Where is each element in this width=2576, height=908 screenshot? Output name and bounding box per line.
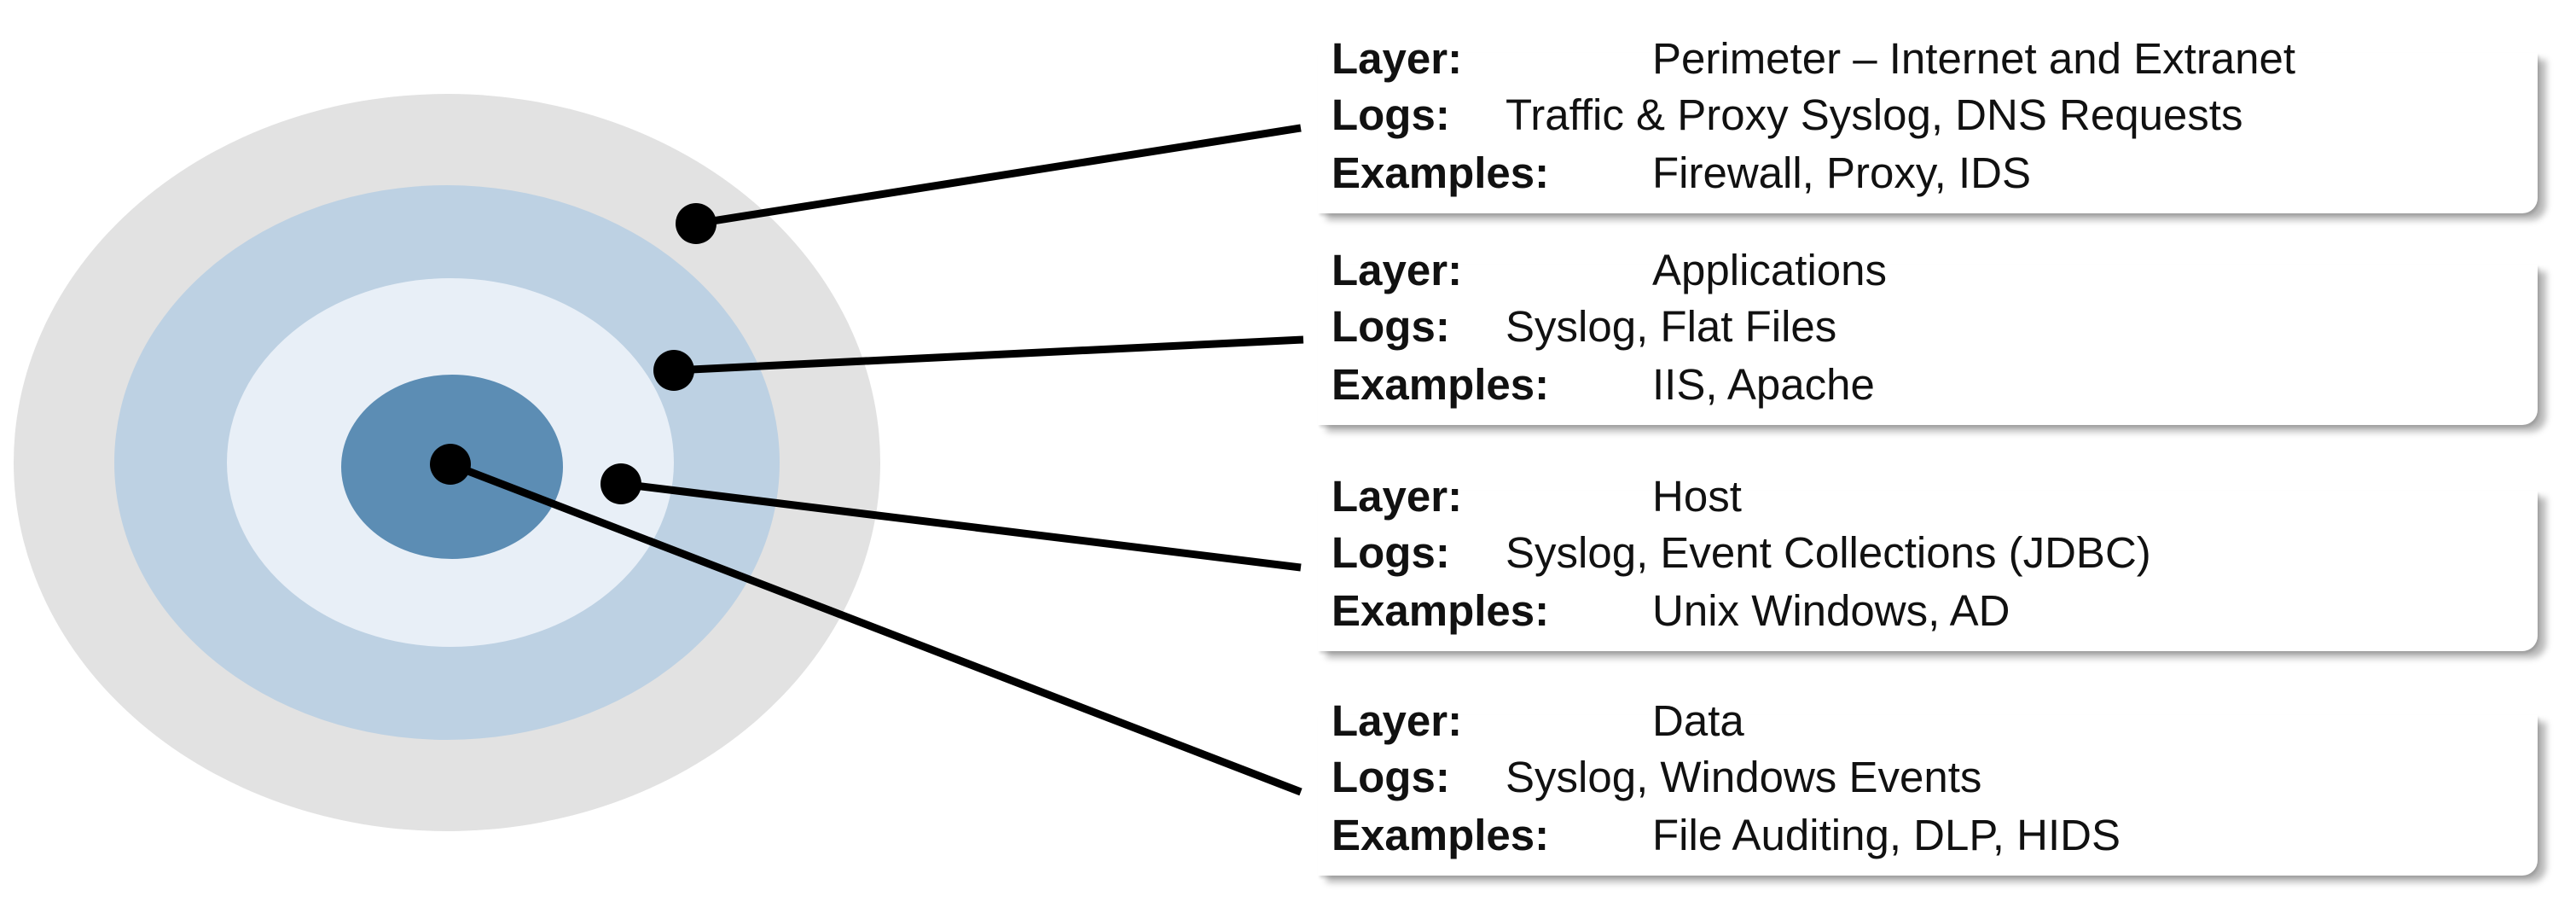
- examples-key: Examples:: [1332, 811, 1550, 859]
- logs-value: Syslog, Flat Files: [1506, 302, 1837, 351]
- examples-row: Examples: Unix Windows, AD: [1332, 583, 2010, 639]
- layer-value: Applications: [1652, 246, 1887, 294]
- layer-row: Layer: Host: [1332, 469, 1742, 525]
- connector-line-host: [620, 480, 1302, 572]
- connector-line-applications: [673, 335, 1304, 375]
- logs-key: Logs:: [1332, 753, 1450, 801]
- logs-row: Logs: Syslog, Flat Files: [1332, 299, 1836, 355]
- examples-value: IIS, Apache: [1652, 360, 1875, 409]
- layer-key: Layer:: [1332, 696, 1463, 745]
- examples-row: Examples: File Auditing, DLP, HIDS: [1332, 807, 2121, 864]
- logs-row: Logs: Syslog, Event Collections (JDBC): [1332, 525, 2151, 581]
- connector-dot-host: [600, 463, 641, 504]
- callout-applications: Layer: Applications Logs: Syslog, Flat F…: [1318, 246, 2538, 425]
- logs-key: Logs:: [1332, 528, 1450, 577]
- logs-value: Syslog, Windows Events: [1506, 753, 1982, 801]
- examples-key: Examples:: [1332, 586, 1550, 635]
- layer-value: Perimeter – Internet and Extranet: [1652, 34, 2296, 83]
- layer-value: Host: [1652, 472, 1742, 521]
- logs-key: Logs:: [1332, 90, 1450, 139]
- layer-row: Layer: Data: [1332, 693, 1744, 749]
- callout-host: Layer: Host Logs: Syslog, Event Collecti…: [1318, 472, 2538, 651]
- examples-value: Firewall, Proxy, IDS: [1652, 148, 2031, 197]
- layer-row: Layer: Perimeter – Internet and Extranet: [1332, 31, 2295, 87]
- logs-row: Logs: Traffic & Proxy Syslog, DNS Reques…: [1332, 87, 2242, 143]
- examples-key: Examples:: [1332, 360, 1550, 409]
- examples-value: Unix Windows, AD: [1652, 586, 2010, 635]
- connector-line-data: [449, 460, 1303, 796]
- examples-row: Examples: IIS, Apache: [1332, 357, 1875, 413]
- logs-key: Logs:: [1332, 302, 1450, 351]
- connector-line-perimeter: [695, 124, 1302, 228]
- connector-dot-perimeter: [676, 203, 717, 244]
- connector-dot-applications: [653, 350, 694, 391]
- connector-dot-data: [430, 444, 471, 485]
- layer-key: Layer:: [1332, 34, 1463, 83]
- logs-value: Syslog, Event Collections (JDBC): [1506, 528, 2151, 577]
- examples-value: File Auditing, DLP, HIDS: [1652, 811, 2121, 859]
- examples-key: Examples:: [1332, 148, 1550, 197]
- layer-key: Layer:: [1332, 472, 1463, 521]
- examples-row: Examples: Firewall, Proxy, IDS: [1332, 145, 2031, 201]
- layer-value: Data: [1652, 696, 1744, 745]
- layer-row: Layer: Applications: [1332, 242, 1887, 299]
- callout-data: Layer: Data Logs: Syslog, Windows Events…: [1318, 696, 2538, 876]
- logs-value: Traffic & Proxy Syslog, DNS Requests: [1506, 90, 2243, 139]
- logs-row: Logs: Syslog, Windows Events: [1332, 749, 1981, 806]
- callout-perimeter: Layer: Perimeter – Internet and Extranet…: [1318, 34, 2538, 213]
- layer-key: Layer:: [1332, 246, 1463, 294]
